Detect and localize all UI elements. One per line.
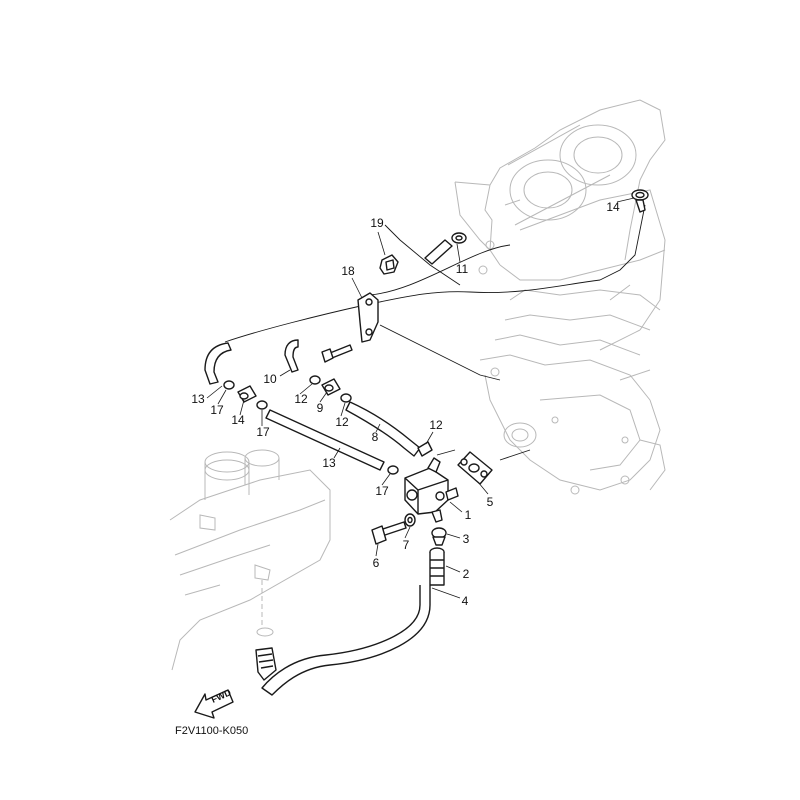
hose-part-11[interactable] <box>424 232 467 265</box>
hose-part-4[interactable] <box>255 585 431 696</box>
callout-9: 9 <box>317 401 324 415</box>
hose-part-2[interactable] <box>429 547 445 586</box>
callout-17-upper: 17 <box>210 403 224 417</box>
callout-17-pump: 17 <box>375 484 389 498</box>
joint-part-9[interactable] <box>321 378 341 396</box>
callout-14: 14 <box>231 413 245 427</box>
hose-part-15[interactable] <box>204 342 232 385</box>
washer-part-7[interactable] <box>404 513 416 527</box>
clamp-part-16[interactable] <box>631 189 649 213</box>
callout-2: 2 <box>463 567 470 581</box>
joint-part-14[interactable] <box>237 385 257 403</box>
routing-lines <box>224 204 646 461</box>
callout-4: 4 <box>462 594 469 608</box>
callouts: 19 11 14 18 13 17 14 17 10 12 9 12 8 12 … <box>191 200 620 608</box>
callout-11: 11 <box>456 262 469 276</box>
hose-part-13[interactable] <box>265 409 385 471</box>
callout-8: 8 <box>372 430 379 444</box>
clip-part-19[interactable] <box>379 254 399 275</box>
engine-block-outline <box>454 99 666 495</box>
callout-12-upper: 12 <box>294 392 308 406</box>
hose-part-8[interactable] <box>345 401 421 457</box>
bracket-part-18[interactable] <box>357 292 379 343</box>
bolt-part-6[interactable] <box>371 521 407 545</box>
callout-3: 3 <box>463 532 470 546</box>
callout-13: 13 <box>322 456 336 470</box>
callout-12-middle: 12 <box>335 415 349 429</box>
clamp-part-3[interactable] <box>431 527 447 546</box>
ring-part-17-upper[interactable] <box>223 380 235 390</box>
callout-19: 19 <box>370 216 384 230</box>
ring-part-17-lower[interactable] <box>256 400 268 410</box>
ring-part-12-lower[interactable] <box>417 441 433 457</box>
oil-pump-part-1[interactable] <box>404 457 459 523</box>
drawing-code: F2V1100-K050 <box>175 725 248 737</box>
gasket-part-5[interactable] <box>457 451 493 485</box>
callout-12-lower: 12 <box>429 418 443 432</box>
callout-10: 10 <box>263 372 277 386</box>
callout-6: 6 <box>373 556 380 570</box>
callout-18: 18 <box>341 264 355 278</box>
ring-part-12-upper[interactable] <box>309 375 321 385</box>
callout-1: 1 <box>465 508 472 522</box>
oil-tank-outline <box>169 449 331 671</box>
ring-part-17-pump[interactable] <box>387 465 399 475</box>
callout-15: 13 <box>191 392 205 406</box>
bolt-part-18[interactable] <box>321 344 353 363</box>
hose-part-10[interactable] <box>284 339 299 373</box>
callout-5: 5 <box>487 495 494 509</box>
callout-17-lower: 17 <box>256 425 270 439</box>
ring-part-12-middle[interactable] <box>340 393 352 403</box>
forward-direction-arrow: FWD <box>194 687 234 719</box>
callout-16: 14 <box>606 200 620 214</box>
leader-lines <box>206 197 635 599</box>
callout-7: 7 <box>403 538 410 552</box>
